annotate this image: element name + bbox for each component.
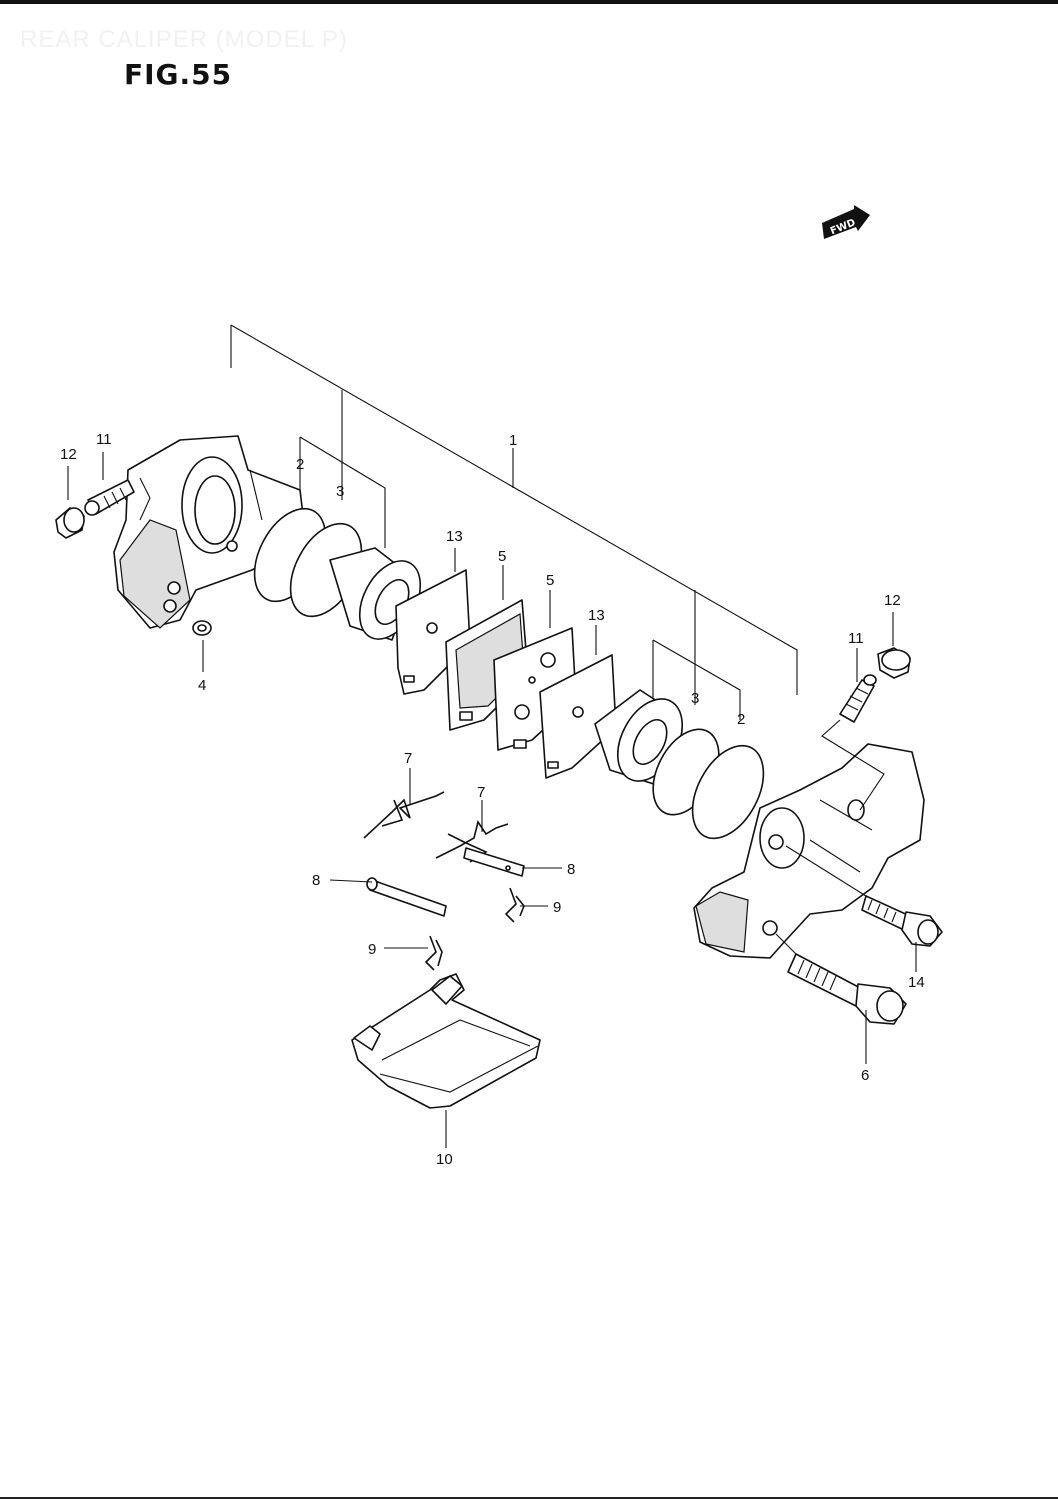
callout-labels: 1 2 2 3 3 4 5 5 6 7 7 8 8 9 9 10 11 11 1…	[60, 431, 925, 1168]
callout-8-right: 8	[567, 861, 575, 878]
pin-clip-right	[504, 887, 525, 923]
pad-pin-left	[366, 877, 447, 917]
left-piston	[329, 547, 422, 641]
callout-11-right: 11	[848, 630, 864, 647]
fwd-arrow-icon: FWD	[822, 205, 870, 239]
callout-5-right: 5	[546, 572, 554, 589]
callout-4: 4	[198, 677, 206, 694]
right-caliper-body	[693, 743, 925, 959]
callout-2-right: 2	[737, 711, 745, 728]
left-bleeder-cap	[55, 507, 85, 539]
left-bleeder-valve	[84, 479, 135, 516]
top-border	[0, 0, 1058, 4]
bolt-6	[787, 953, 907, 1025]
callout-11-left: 11	[96, 431, 112, 448]
callout-5-left: 5	[498, 548, 506, 565]
callout-2-left: 2	[296, 456, 304, 473]
right-bleeder-valve	[839, 674, 877, 723]
callout-7-right: 7	[477, 784, 485, 801]
bolt-6-alignment-line	[775, 933, 797, 955]
bolt-14	[861, 895, 943, 947]
callout-8-left: 8	[312, 872, 320, 889]
pad-cover-plate	[351, 973, 541, 1109]
bleeder-alignment-line	[821, 719, 885, 811]
callout-12-right: 12	[884, 592, 901, 609]
callout-14: 14	[908, 974, 925, 991]
left-caliper-body	[113, 435, 307, 629]
right-bleeder-cap	[877, 647, 911, 679]
callout-10: 10	[436, 1151, 453, 1168]
pad-spring-left	[363, 791, 445, 839]
callout-3-right: 3	[691, 690, 699, 707]
bottom-border	[0, 1497, 1058, 1499]
callout-1: 1	[509, 432, 517, 449]
bolt-14-alignment-line	[785, 845, 867, 897]
callout-13-left: 13	[446, 528, 463, 545]
section-watermark: REAR CALIPER (MODEL P)	[20, 26, 348, 53]
pin-clip-left	[424, 935, 443, 971]
washer-4	[192, 620, 212, 636]
right-pad-shim	[539, 654, 617, 779]
figure-title: FIG.55	[124, 58, 233, 91]
callout-9-right: 9	[553, 899, 561, 916]
right-piston-seal	[691, 744, 765, 840]
callout-9-left: 9	[368, 941, 376, 958]
callout-6: 6	[861, 1067, 869, 1084]
callout-3-left: 3	[336, 483, 344, 500]
assembly-bracket-lines	[230, 324, 798, 720]
callout-7-left: 7	[404, 750, 412, 767]
left-pad-shim	[395, 569, 471, 695]
callout-leader-lines	[67, 452, 917, 1148]
pad-pin-right	[463, 847, 525, 877]
callout-13-right: 13	[588, 607, 605, 624]
callout-12-left: 12	[60, 446, 77, 463]
